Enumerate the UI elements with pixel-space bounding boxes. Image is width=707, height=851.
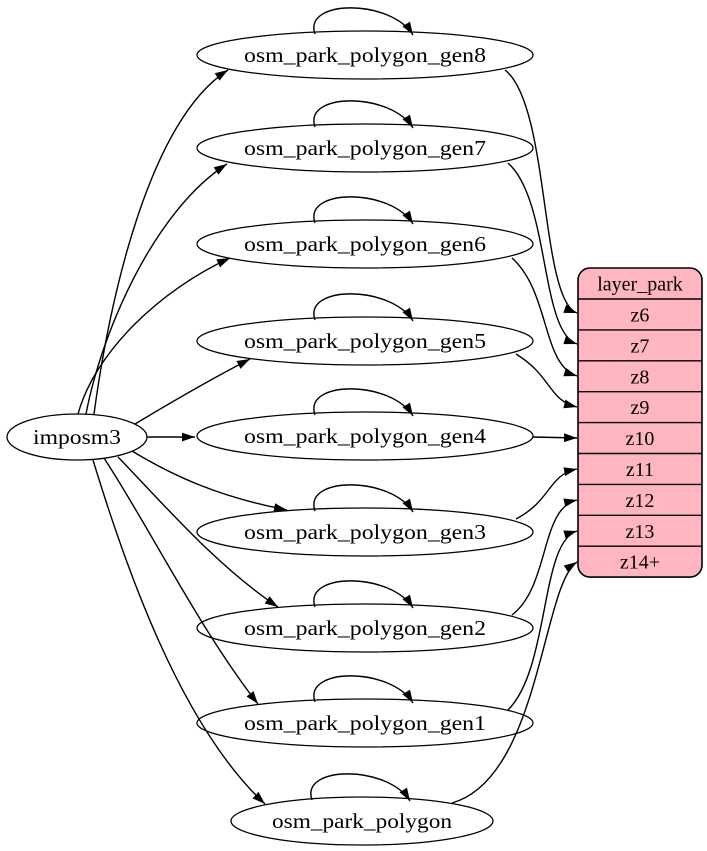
table-node-label: osm_park_polygon_gen6 <box>244 232 486 256</box>
edge-imposm3-to-osm_park_polygon_gen1 <box>103 457 259 705</box>
table-node-label: osm_park_polygon_gen1 <box>244 711 486 735</box>
self-loop-osm_park_polygon_gen6 <box>313 196 414 225</box>
self-loop-osm_park_polygon_gen1 <box>313 675 414 704</box>
table-node-shape <box>196 411 534 461</box>
table-node-shape <box>196 316 534 366</box>
layer-row-z12: z12 <box>626 490 655 512</box>
layer-row-z13: z13 <box>626 521 655 543</box>
edge-imposm3-to-osm_park_polygon <box>92 459 266 805</box>
layer-row-z11: z11 <box>626 459 654 481</box>
edge-osm_park_polygon_gen4-to-z10 <box>532 433 578 443</box>
edge-osm_park_polygon_gen3-to-z11 <box>515 467 578 520</box>
edge-osm_park_polygon-to-z14+ <box>451 561 578 804</box>
layer-row-z14+: z14+ <box>620 552 660 574</box>
table-node-label: osm_park_polygon_gen8 <box>244 43 486 67</box>
node-imposm3-label: imposm3 <box>33 425 121 449</box>
layer-table-title: layer_park <box>597 274 683 296</box>
self-loop-osm_park_polygon <box>310 773 411 802</box>
layer-row-z9: z9 <box>631 397 650 419</box>
edge-imposm3-to-osm_park_polygon_gen5 <box>134 358 251 425</box>
table-node-osm_park_polygon_gen8: osm_park_polygon_gen8 <box>196 30 534 80</box>
table-node-osm_park_polygon_gen3: osm_park_polygon_gen3 <box>196 507 534 557</box>
edge-osm_park_polygon_gen8-to-z6 <box>504 69 578 314</box>
layer-row-z7: z7 <box>631 335 650 357</box>
table-node-shape <box>196 603 534 653</box>
self-loop-osm_park_polygon_gen3 <box>313 484 414 513</box>
table-node-osm_park_polygon_gen5: osm_park_polygon_gen5 <box>196 316 534 366</box>
layer-row-z8: z8 <box>631 366 650 388</box>
table-node-shape <box>196 219 534 269</box>
edge-osm_park_polygon_gen1-to-z13 <box>507 530 578 711</box>
edge-imposm3-to-osm_park_polygon_gen7 <box>85 163 228 415</box>
table-node-shape <box>230 796 494 846</box>
self-loop-osm_park_polygon_gen5 <box>313 293 414 322</box>
table-node-osm_park_polygon_gen4: osm_park_polygon_gen4 <box>196 411 534 461</box>
self-loop-osm_park_polygon_gen4 <box>313 388 414 417</box>
edge-osm_park_polygon_gen6-to-z8 <box>511 257 578 377</box>
self-loop-osm_park_polygon_gen7 <box>313 100 414 129</box>
table-node-shape <box>196 507 534 557</box>
table-node-label: osm_park_polygon_gen4 <box>244 424 487 448</box>
edge-osm_park_polygon_gen7-to-z7 <box>507 162 578 345</box>
edge-imposm3-to-osm_park_polygon_gen6 <box>77 257 231 415</box>
table-node-label: osm_park_polygon_gen2 <box>244 616 486 640</box>
table-node-osm_park_polygon_gen7: osm_park_polygon_gen7 <box>196 123 534 173</box>
layer-row-z10: z10 <box>626 428 655 450</box>
table-node-osm_park_polygon_gen1: osm_park_polygon_gen1 <box>196 698 534 748</box>
edge-osm_park_polygon_gen2-to-z12 <box>511 498 578 616</box>
table-node-shape <box>196 698 534 748</box>
table-node-osm_park_polygon_gen6: osm_park_polygon_gen6 <box>196 219 534 269</box>
table-node-label: osm_park_polygon <box>272 809 453 833</box>
layer-row-z6: z6 <box>631 304 650 326</box>
edge-imposm3-to-osm_park_polygon_gen2 <box>117 456 279 608</box>
table-node-label: osm_park_polygon_gen3 <box>244 520 486 544</box>
table-node-osm_park_polygon_gen2: osm_park_polygon_gen2 <box>196 603 534 653</box>
self-loop-osm_park_polygon_gen8 <box>313 7 414 36</box>
edge-osm_park_polygon_gen5-to-z9 <box>515 353 578 409</box>
table-node-shape <box>196 123 534 173</box>
node-imposm3: imposm3 <box>6 413 148 461</box>
table-node-osm_park_polygon: osm_park_polygon <box>230 796 494 846</box>
self-loop-osm_park_polygon_gen2 <box>313 580 414 609</box>
table-node-label: osm_park_polygon_gen7 <box>244 136 486 160</box>
edge-imposm3-to-osm_park_polygon_gen3 <box>131 450 288 512</box>
table-node-label: osm_park_polygon_gen5 <box>244 329 486 353</box>
table-node-shape <box>196 30 534 80</box>
layer-table: layer_park z6 z7 z8 z9 z10 z11 z12 z13 z14+ <box>577 267 703 578</box>
